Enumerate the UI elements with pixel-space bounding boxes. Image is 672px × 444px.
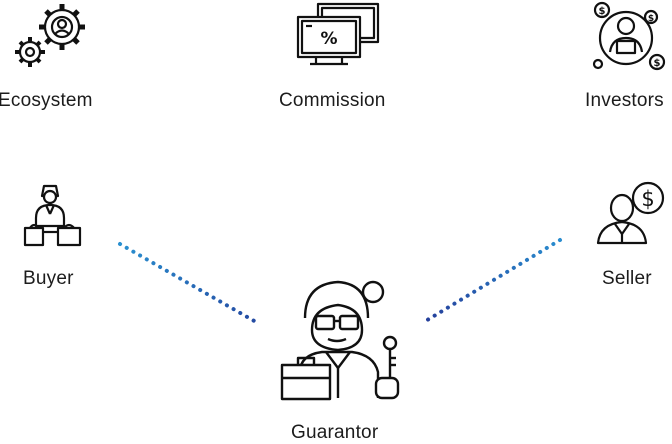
- guarantor-briefcase-key-icon: [280, 280, 400, 401]
- investor-cycle-icon: $ $ $: [592, 1, 666, 71]
- percent-monitor-icon: %: [296, 2, 380, 66]
- svg-text:$: $: [648, 14, 654, 24]
- node-label-guarantor: Guarantor: [291, 422, 379, 443]
- node-label-seller: Seller: [602, 268, 652, 289]
- gears-person-icon: [15, 4, 85, 67]
- svg-text:$: $: [641, 187, 654, 211]
- node-label-buyer: Buyer: [23, 268, 74, 289]
- node-label-ecosystem: Ecosystem: [0, 90, 93, 111]
- node-label-investors: Investors: [585, 90, 664, 111]
- buyer-with-bags-icon: [23, 184, 82, 247]
- node-label-commission: Commission: [279, 90, 386, 111]
- connector-seller-guarantor: [422, 238, 562, 324]
- svg-text:$: $: [654, 58, 661, 69]
- svg-text:$: $: [599, 6, 606, 17]
- seller-dollar-icon: $: [596, 181, 665, 245]
- svg-text:%: %: [320, 29, 337, 49]
- connector-buyer-guarantor: [118, 242, 258, 324]
